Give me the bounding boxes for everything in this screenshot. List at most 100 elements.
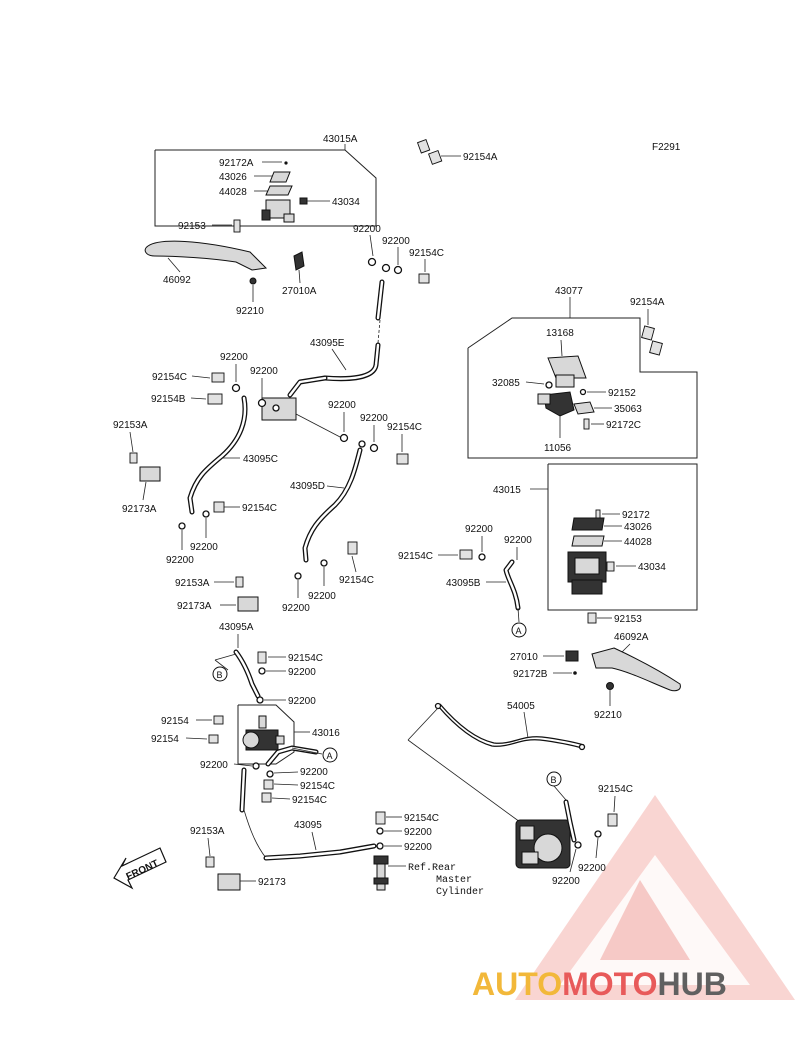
callout-b-left-text: B xyxy=(217,670,223,680)
hose-43095d-inner xyxy=(303,448,362,562)
label-92200-p: 92200 xyxy=(300,767,328,778)
hose-43095b-inner xyxy=(504,560,520,610)
label-92154a-top: 92154A xyxy=(463,152,498,163)
nut-92210-right xyxy=(606,682,614,690)
label-27010: 27010 xyxy=(510,652,538,663)
label-92153a-c: 92153A xyxy=(190,826,225,837)
label-92154-a: 92154 xyxy=(161,716,189,727)
bolt-92154c-b xyxy=(211,372,225,383)
label-92200-i: 92200 xyxy=(308,591,336,602)
reservoir-fitting-left xyxy=(283,213,295,223)
label-92200-h: 92200 xyxy=(360,413,388,424)
label-92172b: 92172B xyxy=(513,669,548,680)
caliper-bleeder xyxy=(521,851,539,865)
label-43015a: 43015A xyxy=(323,134,358,145)
leader-27010a xyxy=(298,269,301,284)
label-13168: 13168 xyxy=(546,328,574,339)
washer-92200-d xyxy=(257,398,267,408)
ref-note-line2: Master xyxy=(436,875,472,886)
label-43095e: 43095E xyxy=(310,338,345,349)
bolt-92154c-c xyxy=(213,501,225,513)
switch-top xyxy=(555,374,575,388)
switch-side xyxy=(537,393,551,405)
leader-92154b xyxy=(190,397,207,400)
leader-92154c-k xyxy=(613,795,616,813)
label-92200-t: 92200 xyxy=(552,876,580,887)
label-92200-q: 92200 xyxy=(404,827,432,838)
label-43026-right: 43026 xyxy=(624,522,652,533)
cap-43026-left xyxy=(269,171,291,183)
bolt-92153-right-group: 92153 xyxy=(587,612,642,625)
label-92154c-e: 92154C xyxy=(339,575,374,586)
bolt-92154c-f xyxy=(459,549,473,560)
bolt-92154-b xyxy=(208,734,219,744)
label-32085: 32085 xyxy=(492,378,520,389)
hose-43095a-inner xyxy=(234,650,260,698)
cable-end-top xyxy=(434,702,442,710)
hose-43095c xyxy=(187,395,248,515)
hose-43095e-break xyxy=(377,319,381,344)
joint-port xyxy=(272,404,280,412)
nut-92210-left xyxy=(249,277,257,285)
hose-43095c-fittings: 92154C 92200 92200 xyxy=(166,501,277,566)
switch-27010a-group: 27010A xyxy=(282,251,317,297)
leader-32085 xyxy=(525,381,545,385)
leader-92173a-a xyxy=(142,481,147,501)
leader-92154c-e xyxy=(351,555,357,573)
washer-92200-a xyxy=(367,257,377,267)
washer-92200-r xyxy=(376,842,384,850)
label-11056: 11056 xyxy=(544,443,572,454)
bolt-92153-right xyxy=(587,612,597,624)
label-92210-left: 92210 xyxy=(236,306,264,317)
label-92200-r: 92200 xyxy=(404,842,432,853)
rear-mc-fitting-1 xyxy=(373,855,389,865)
callout-b-left xyxy=(212,666,228,682)
automotohub-logo: AUTOMOTOHUB xyxy=(472,795,795,1002)
label-92200-c: 92200 xyxy=(220,352,248,363)
leader-92200-p xyxy=(273,771,299,774)
label-43034-right: 43034 xyxy=(638,562,666,573)
label-92200-s: 92200 xyxy=(578,863,606,874)
washer-92200-q xyxy=(376,827,384,835)
clamp-left-b-group: 92153A 92173A xyxy=(175,576,259,612)
label-92153-top: 92153 xyxy=(178,221,206,232)
leader-92153a-c xyxy=(207,837,211,857)
washer-92200-b2 xyxy=(381,263,391,273)
washer-92200-t xyxy=(574,841,582,849)
washer-92200-h2 xyxy=(358,440,366,448)
label-46092a: 46092A xyxy=(614,632,649,643)
label-92173a-a: 92173A xyxy=(122,504,157,515)
reservoir-clamp-left xyxy=(261,209,271,221)
leader-92200-s xyxy=(595,837,599,859)
leader-46092a xyxy=(621,643,631,653)
label-92200-n: 92200 xyxy=(288,696,316,707)
leader-92154c-h xyxy=(273,783,299,786)
washer-92200-f xyxy=(202,510,210,518)
logo-text: AUTOMOTOHUB xyxy=(472,966,727,1002)
label-92200-d: 92200 xyxy=(250,366,278,377)
clamp-92173 xyxy=(217,873,241,891)
screw-92172c xyxy=(583,418,590,430)
washer-92200-p xyxy=(266,770,274,778)
cable-54005-b xyxy=(439,703,585,746)
washer-92200-e xyxy=(178,522,186,530)
hose-43095e-inner xyxy=(323,280,384,380)
part-43034-left xyxy=(299,197,308,205)
label-92154c-j: 92154C xyxy=(404,813,439,824)
switch-27010 xyxy=(565,650,579,662)
ref-note-line1: Ref.Rear xyxy=(408,862,456,874)
bolt-92154c-e xyxy=(347,541,358,555)
label-54005: 54005 xyxy=(507,701,535,712)
hose-43095e-end-inner xyxy=(288,376,327,397)
switch-27010a xyxy=(293,251,305,271)
cable-guide-1 xyxy=(407,707,439,741)
screw-92172a xyxy=(284,161,288,165)
callout-a-right xyxy=(511,622,527,638)
logo-triangle-core xyxy=(600,880,690,960)
hose-43095-group: 43095 92154C 92200 92200 Ref.Rear Master… xyxy=(243,809,484,898)
figure-code: F2291 xyxy=(652,142,681,153)
label-46092: 46092 xyxy=(163,275,191,286)
label-92153-right: 92153 xyxy=(614,614,642,625)
leader-92154c-b xyxy=(191,375,211,379)
leader-callout-a-right xyxy=(517,607,520,623)
